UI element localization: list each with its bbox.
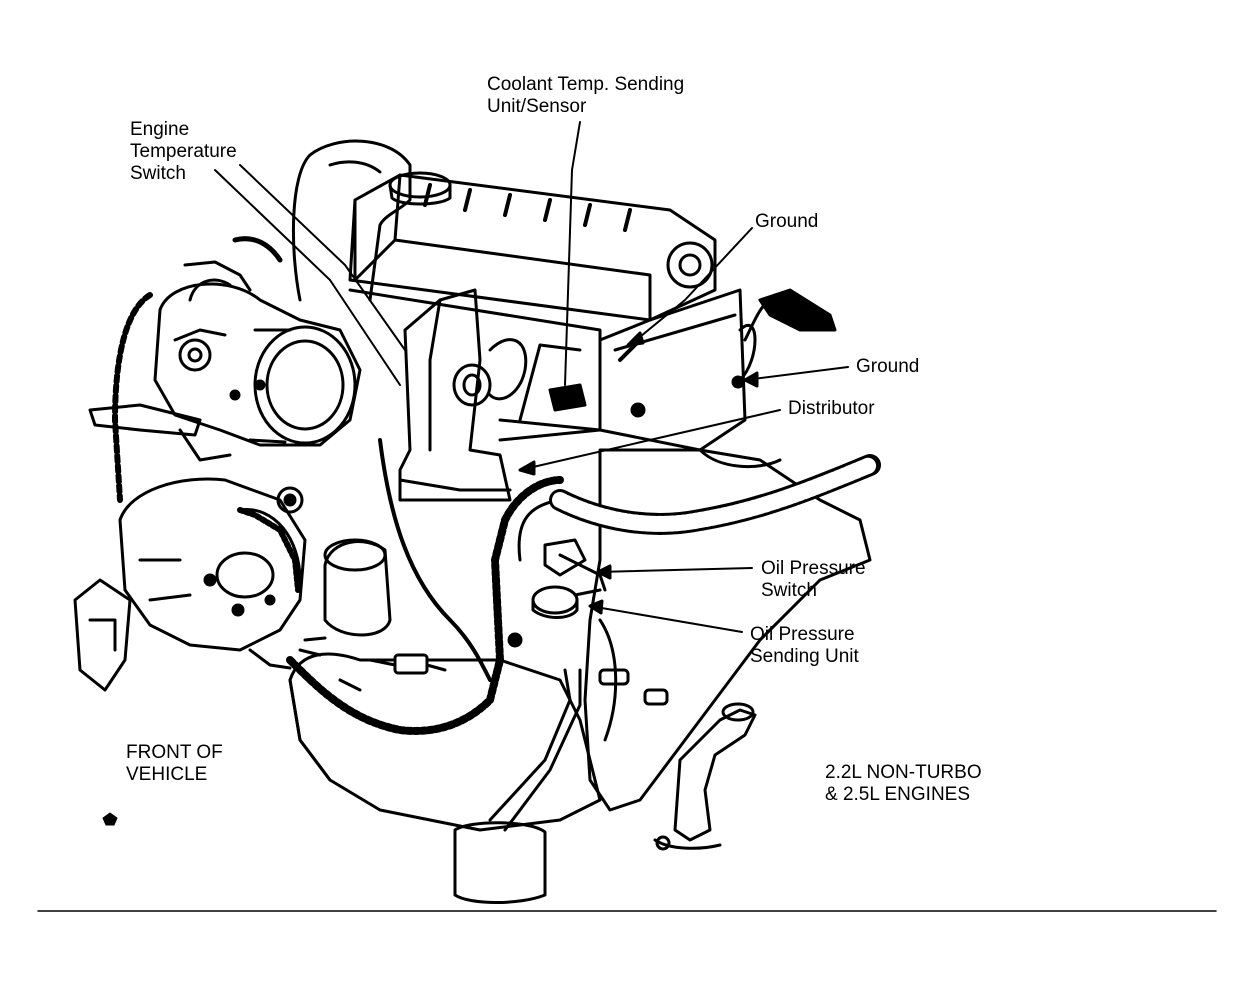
label-line: Ground	[856, 356, 920, 377]
ground-connector	[758, 288, 837, 332]
upper-pulley-housing	[153, 282, 362, 447]
coolant-sensor-body	[548, 383, 587, 412]
engine-mount-bracket	[673, 708, 757, 842]
label-line: VEHICLE	[126, 764, 208, 785]
pedal-pad	[453, 821, 547, 904]
leader-ground-lower	[744, 366, 849, 381]
clutch-linkage	[488, 668, 572, 822]
label-oil-pressure-switch: Oil Pressure Switch	[761, 558, 866, 602]
harness-connector	[393, 653, 429, 675]
engine-block	[348, 288, 602, 442]
label-line: Temperature	[130, 141, 237, 162]
label-ground-lower: Ground	[856, 356, 919, 378]
breather-fitting	[666, 241, 714, 289]
label-line: Distributor	[788, 398, 875, 419]
label-distributor: Distributor	[788, 398, 875, 420]
thermostat-housing	[398, 288, 512, 502]
label-line: Sending Unit	[750, 646, 859, 667]
label-line: FRONT OF	[126, 742, 223, 763]
label-line: & 2.5L ENGINES	[825, 784, 971, 805]
cylinder-head	[598, 288, 747, 452]
leader-oil-sending	[589, 605, 743, 633]
label-line: Oil Pressure	[761, 558, 866, 579]
valve-cover	[348, 173, 717, 322]
label-ground-upper: Ground	[755, 211, 818, 233]
wiring-harness-lower	[286, 476, 564, 735]
transaxle-housing	[583, 448, 872, 812]
label-engine-variants: 2.2L NON-TURBO & 2.5L ENGINES	[825, 762, 982, 806]
label-coolant-temp-sending-unit: Coolant Temp. Sending Unit/Sensor	[487, 74, 684, 118]
alternator	[118, 477, 307, 652]
leader-distributor	[519, 409, 781, 471]
label-line: Ground	[755, 211, 819, 232]
oil-pressure-sending-unit	[531, 585, 579, 615]
label-line: Switch	[130, 163, 186, 184]
label-line: Switch	[761, 580, 817, 601]
oil-pressure-switch	[543, 538, 587, 577]
leader-coolant	[564, 121, 581, 386]
label-line: Coolant Temp. Sending	[487, 74, 685, 95]
oil-pan	[288, 652, 602, 832]
label-front-of-vehicle: FRONT OF VEHICLE	[126, 742, 223, 786]
leader-engine-temp	[214, 169, 401, 386]
label-oil-pressure-sending-unit: Oil Pressure Sending Unit	[750, 624, 859, 668]
label-line: Oil Pressure	[750, 624, 855, 645]
ink-speck	[102, 812, 118, 826]
oil-filter	[323, 540, 392, 637]
label-engine-temperature-switch: Engine Temperature Switch	[130, 119, 237, 185]
label-line: Engine	[130, 119, 190, 140]
label-line: Unit/Sensor	[487, 96, 587, 117]
leader-ground-upper	[629, 227, 753, 346]
leader-oil-switch	[597, 567, 753, 573]
label-line: 2.2L NON-TURBO	[825, 762, 982, 783]
